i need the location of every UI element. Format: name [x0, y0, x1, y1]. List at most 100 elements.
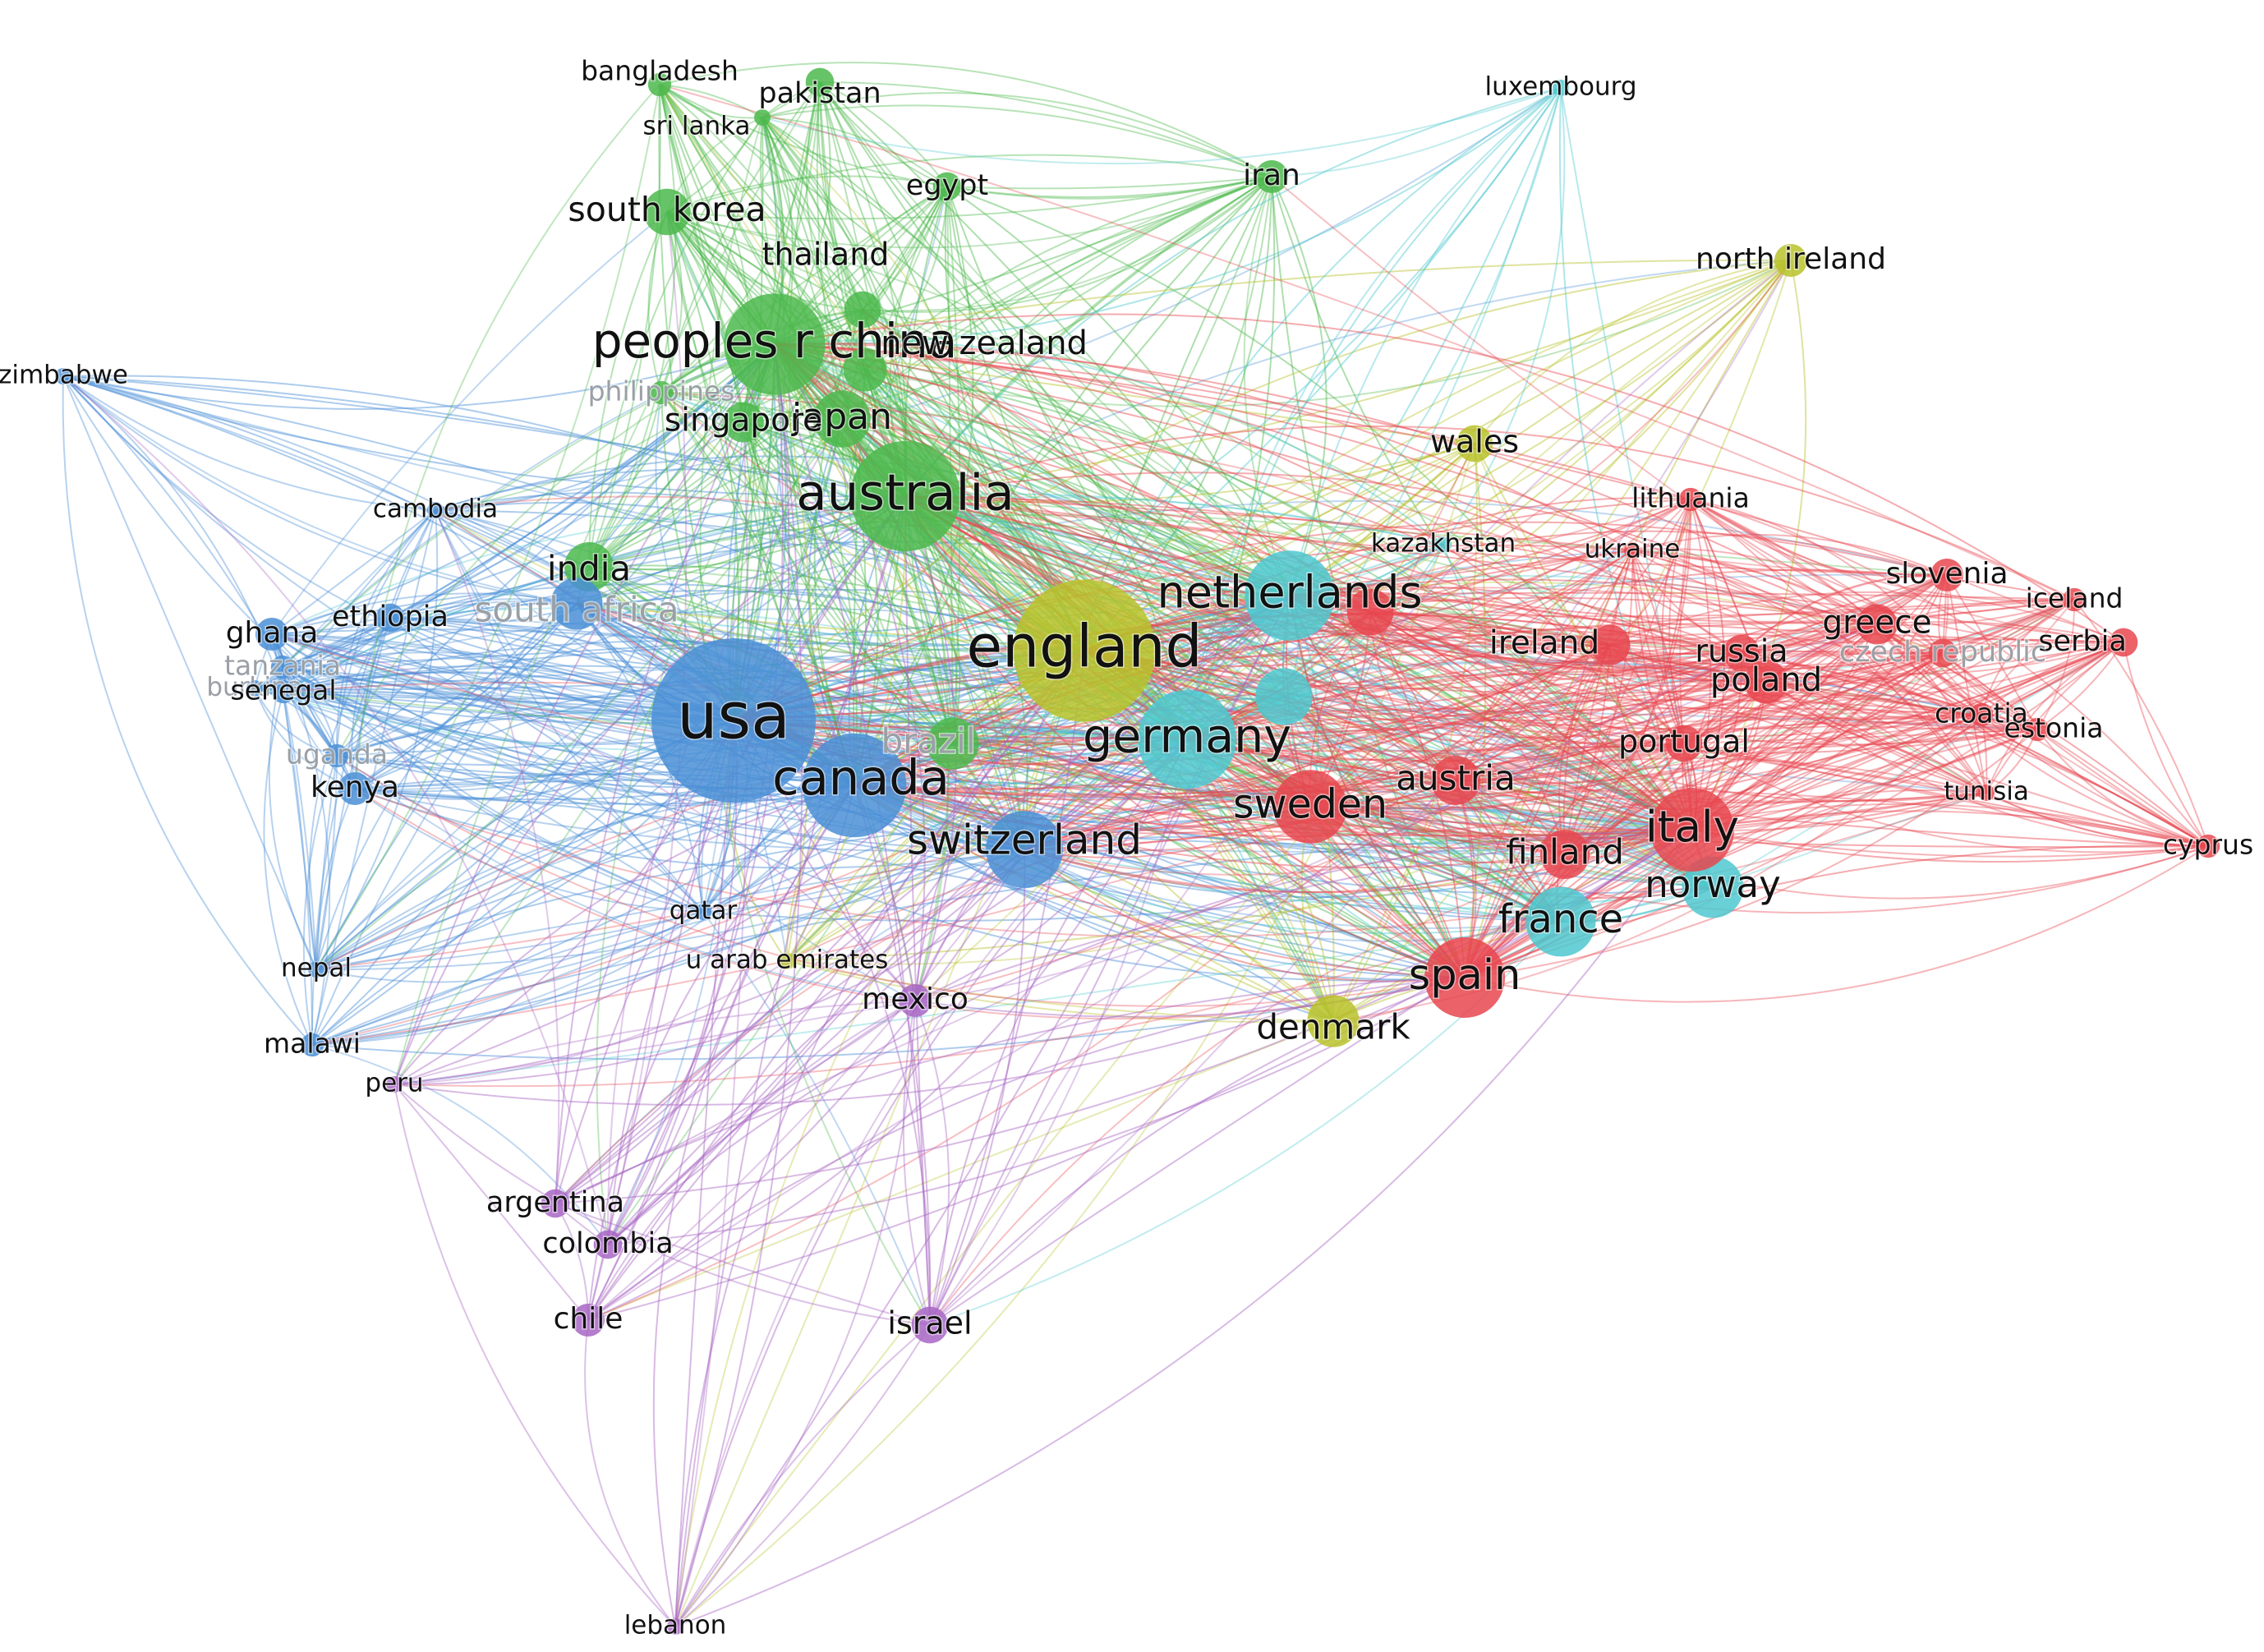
node-u-arab-emirates[interactable]	[779, 953, 795, 969]
node-ghana[interactable]	[255, 618, 288, 651]
node-singapore[interactable]	[723, 402, 764, 443]
link-chile-lebanon	[584, 1319, 676, 1627]
node-canada[interactable]	[802, 733, 907, 838]
node-north-ireland[interactable]	[1774, 244, 1807, 277]
node-egypt[interactable]	[932, 172, 962, 201]
node-italy[interactable]	[1650, 788, 1734, 872]
node-malawi[interactable]	[300, 1033, 324, 1057]
node-pakistan[interactable]	[805, 67, 835, 97]
node-thailand[interactable]	[844, 291, 881, 329]
link-ukraine-germany	[1186, 550, 1633, 740]
node-peru[interactable]	[386, 1076, 403, 1093]
node-cambodia[interactable]	[427, 502, 444, 518]
node-senegal[interactable]	[271, 679, 296, 704]
node-sweden[interactable]	[1273, 770, 1347, 844]
node-greece[interactable]	[1857, 604, 1898, 645]
link-iran-germany	[1186, 176, 1276, 740]
node-lebanon[interactable]	[667, 1618, 683, 1635]
node-norway[interactable]	[1682, 856, 1744, 918]
node-croatia[interactable]	[1969, 702, 1994, 727]
node-south-korea[interactable]	[643, 188, 691, 236]
node-iran[interactable]	[1255, 160, 1288, 193]
node-serbia[interactable]	[2109, 628, 2138, 657]
label-north-ireland: north ireland	[1696, 242, 1886, 276]
node-france[interactable]	[1525, 886, 1596, 957]
label-uganda: uganda	[286, 739, 388, 771]
node-qatar[interactable]	[695, 904, 711, 920]
node-argentina[interactable]	[541, 1189, 570, 1218]
node-ireland[interactable]	[1590, 624, 1631, 665]
node-slovenia[interactable]	[1930, 559, 1963, 591]
link-netherlands-greece	[1289, 575, 1878, 625]
node-netherlands[interactable]	[1245, 550, 1335, 641]
node-switzerland[interactable]	[986, 811, 1063, 888]
node-nepal[interactable]	[308, 961, 324, 978]
node-kazakhstan[interactable]	[1435, 536, 1452, 553]
node-south-africa[interactable]	[550, 578, 603, 630]
node-peoples-r-china[interactable]	[724, 293, 826, 395]
link-cyprus-estonia	[2036, 729, 2209, 847]
link-uganda-malawi	[302, 755, 338, 1046]
link-tanzania-england	[282, 590, 1085, 668]
link-sweden-greece	[1309, 624, 1878, 808]
node-burkina[interactable]	[246, 680, 263, 697]
node-russia[interactable]	[1723, 634, 1760, 672]
link-czech-republic-lithuania	[1690, 499, 1944, 654]
label-malawi: malawi	[264, 1028, 361, 1060]
link-india-bangladesh	[588, 84, 677, 568]
node-iceland[interactable]	[2062, 587, 2087, 612]
node-poland[interactable]	[1744, 660, 1788, 704]
node-zimbabwe[interactable]	[55, 368, 71, 384]
node-estonia[interactable]	[2025, 717, 2050, 742]
link-sri-lanka-australia	[762, 117, 908, 497]
node-cyprus[interactable]	[2196, 834, 2220, 858]
node-czech-republic[interactable]	[1928, 638, 1958, 668]
node-philippines[interactable]	[649, 380, 674, 405]
link-lebanon-germany	[674, 739, 1188, 1627]
link-netherlands-norway	[1289, 595, 1714, 888]
node-belgium[interactable]	[1346, 588, 1394, 636]
link-norway-tunisia	[1712, 792, 1987, 888]
node-ethiopia[interactable]	[375, 603, 405, 633]
node-spain[interactable]	[1424, 937, 1505, 1018]
node-austria[interactable]	[1431, 756, 1480, 805]
link-ireland-lithuania	[1609, 499, 1691, 646]
node-uganda[interactable]	[324, 743, 349, 768]
node-japan[interactable]	[813, 390, 871, 448]
link-portugal-england	[1084, 650, 1685, 748]
link-argentina-canada	[554, 785, 855, 1204]
node-wales[interactable]	[1456, 425, 1493, 462]
node-luxembourg[interactable]	[1553, 80, 1569, 96]
node-portugal[interactable]	[1665, 725, 1703, 762]
node-mexico[interactable]	[899, 984, 932, 1017]
node-new-zealand[interactable]	[843, 347, 887, 392]
node-finland[interactable]	[1540, 830, 1590, 879]
link-croatia-canada	[854, 706, 1982, 786]
node-brazil[interactable]	[927, 717, 979, 770]
node-tunisia[interactable]	[1978, 785, 1995, 801]
link-tunisia-portugal	[1683, 743, 1987, 794]
node-colombia[interactable]	[593, 1230, 623, 1259]
link-kazakhstan-australia	[904, 493, 1444, 545]
node-sri-lanka[interactable]	[754, 109, 771, 126]
node-denmark[interactable]	[1307, 995, 1360, 1047]
node-australia[interactable]	[849, 440, 961, 552]
node-ukraine[interactable]	[1624, 542, 1640, 559]
node-usa[interactable]	[651, 638, 816, 803]
link-ukraine-estonia	[1631, 550, 2038, 730]
link-russia-mexico	[914, 652, 1742, 1001]
node-england[interactable]	[1013, 579, 1156, 722]
node-germany[interactable]	[1138, 690, 1236, 789]
node-lithuania[interactable]	[1678, 487, 1703, 512]
link-finland-germany	[1186, 739, 1566, 855]
node-israel[interactable]	[911, 1306, 949, 1344]
node-tanzania[interactable]	[270, 655, 295, 679]
link-new-zealand-brazil	[864, 369, 954, 744]
link-peru-england	[393, 650, 1085, 1085]
node-kenya[interactable]	[338, 772, 371, 805]
node-scotland[interactable]	[1255, 668, 1313, 725]
node-bangladesh[interactable]	[647, 72, 672, 97]
link-serbia-portugal	[1683, 641, 2124, 744]
link-portugal-netherlands	[1289, 595, 1685, 744]
node-chile[interactable]	[572, 1304, 605, 1337]
